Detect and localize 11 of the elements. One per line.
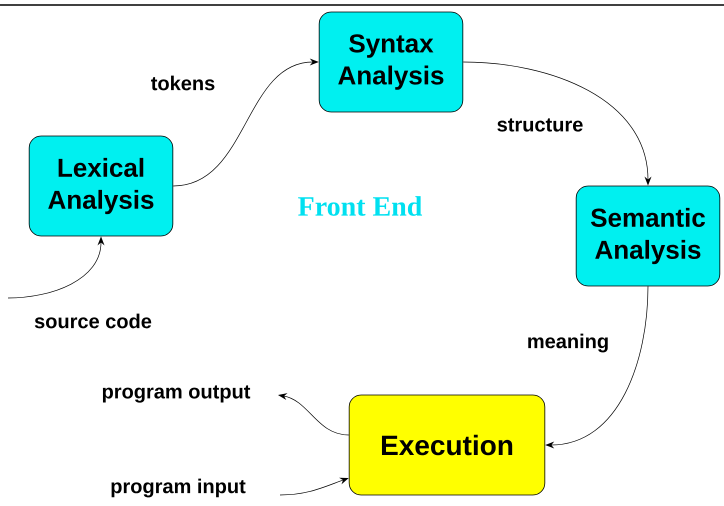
- process-box: Syntax Analysis: [318, 12, 464, 112]
- edge-label: program output: [102, 385, 250, 403]
- edge-label: tokens: [151, 76, 214, 90]
- edge-label: program input: [112, 478, 246, 498]
- edge-label: structure: [497, 118, 583, 132]
- process-box: Lexical Analysis: [28, 136, 174, 236]
- process-box: Semantic Analysis: [576, 186, 720, 286]
- process-box: Execution: [348, 394, 546, 496]
- edge-label: source code: [34, 314, 152, 328]
- edge-label: meaning: [528, 334, 608, 352]
- section-label: Front End: [298, 196, 422, 216]
